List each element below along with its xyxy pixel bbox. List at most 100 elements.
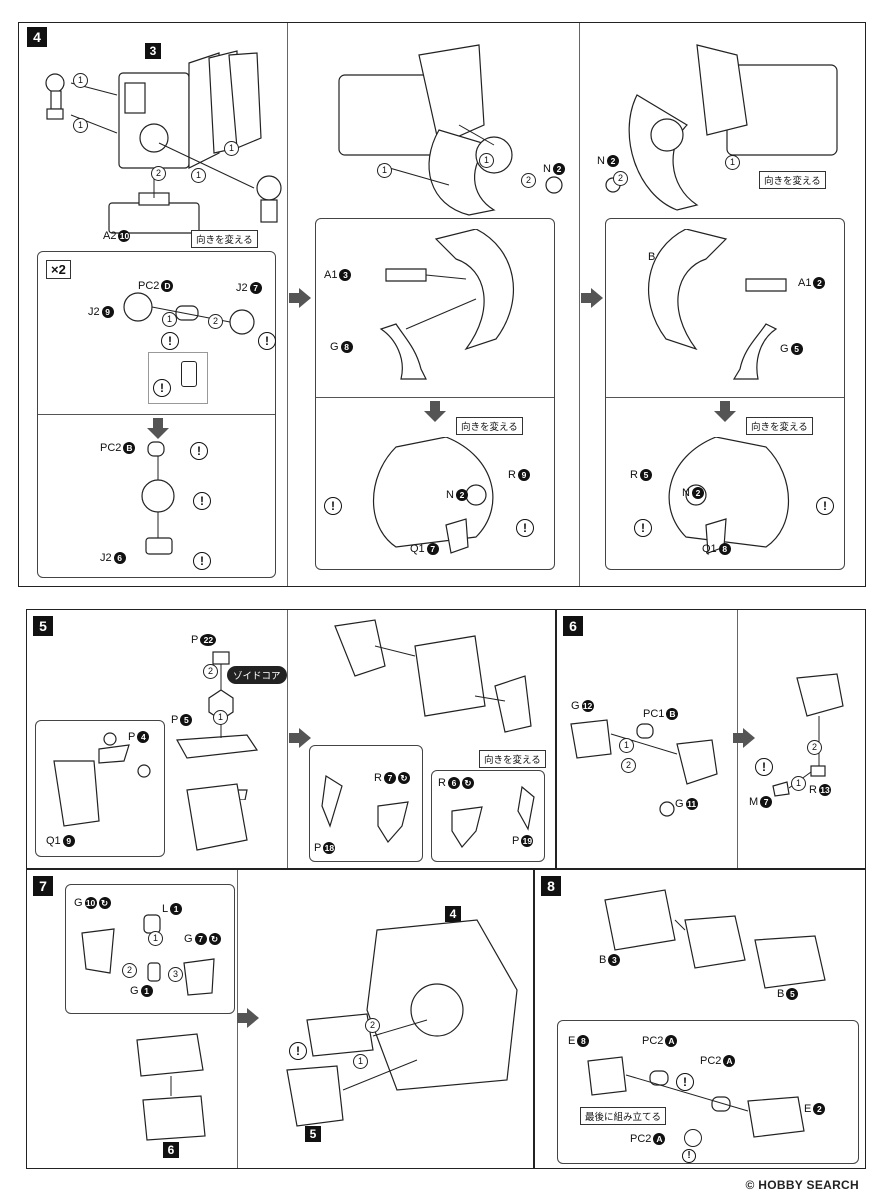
warning-icon: ! — [755, 758, 773, 776]
order-1: 1 — [73, 73, 88, 88]
order-2: 2 — [208, 314, 223, 329]
warning-icon: ! — [634, 519, 652, 537]
step-arrow-icon — [289, 728, 311, 748]
frame-assembled-illustration — [372, 437, 494, 554]
divider — [287, 23, 288, 586]
warning-icon: ! — [682, 1149, 696, 1163]
collar-part — [684, 1129, 702, 1147]
ref-step-3: 3 — [145, 43, 161, 59]
order-1: 1 — [213, 710, 228, 725]
order-2: 2 — [122, 963, 137, 978]
change-direction-tag: 向きを変える — [456, 417, 523, 435]
fin-parts-illustration — [451, 785, 535, 849]
step-number: 8 — [541, 876, 561, 896]
step-arrow-icon — [147, 418, 169, 439]
divider — [287, 610, 288, 868]
step-number: 4 — [27, 27, 47, 47]
order-1: 1 — [479, 153, 494, 168]
assemble-last-tag: 最後に組み立てる — [580, 1107, 667, 1125]
order-2: 2 — [521, 173, 536, 188]
step-arrow-icon — [237, 1008, 259, 1028]
section-divider — [606, 397, 844, 398]
frame-parts-illustration — [647, 229, 787, 380]
engine-block-illustration — [45, 50, 282, 234]
step-arrow-icon — [581, 288, 603, 308]
step-arrow-icon — [289, 288, 311, 308]
body-assembly-illustration — [286, 919, 518, 1127]
warning-icon: ! — [289, 1042, 307, 1060]
warning-icon: ! — [258, 332, 276, 350]
order-2: 2 — [203, 664, 218, 679]
order-2: 2 — [365, 1018, 380, 1033]
order-1: 1 — [377, 163, 392, 178]
watermark: © HOBBY SEARCH — [745, 1178, 859, 1192]
step-number: 6 — [563, 616, 583, 636]
leg-parts-illustration — [81, 914, 215, 996]
times-two-tag: ×2 — [46, 260, 71, 279]
order-2: 2 — [151, 166, 166, 181]
order-1: 1 — [162, 312, 177, 327]
change-direction-tag: 向きを変える — [191, 230, 258, 248]
section-divider — [316, 397, 554, 398]
armor-part-illustration — [53, 732, 151, 827]
insert-part — [181, 361, 197, 387]
order-2: 2 — [621, 758, 636, 773]
warning-icon: ! — [193, 552, 211, 570]
order-1: 1 — [619, 738, 634, 753]
body-frame-left-illustration — [338, 44, 563, 216]
hip-parts-illustration — [604, 889, 826, 989]
step4-right-box: B4 A12 G5 向きを変える R5 N2 ! ! Q18 — [605, 218, 845, 570]
armor-assembled-illustration — [186, 783, 248, 851]
divider — [579, 23, 580, 586]
warning-icon: ! — [193, 492, 211, 510]
warning-icon: ! — [324, 497, 342, 515]
head-parts-illustration — [570, 719, 718, 817]
step-arrow-icon — [733, 728, 755, 748]
warning-icon: ! — [816, 497, 834, 515]
order-2: 2 — [613, 171, 628, 186]
assembled-joint-illustration — [141, 441, 175, 555]
warning-icon: ! — [676, 1073, 694, 1091]
order-1: 1 — [791, 776, 806, 791]
change-direction-tag: 向きを変える — [479, 750, 546, 768]
order-1: 1 — [353, 1054, 368, 1069]
section-divider — [38, 414, 275, 415]
